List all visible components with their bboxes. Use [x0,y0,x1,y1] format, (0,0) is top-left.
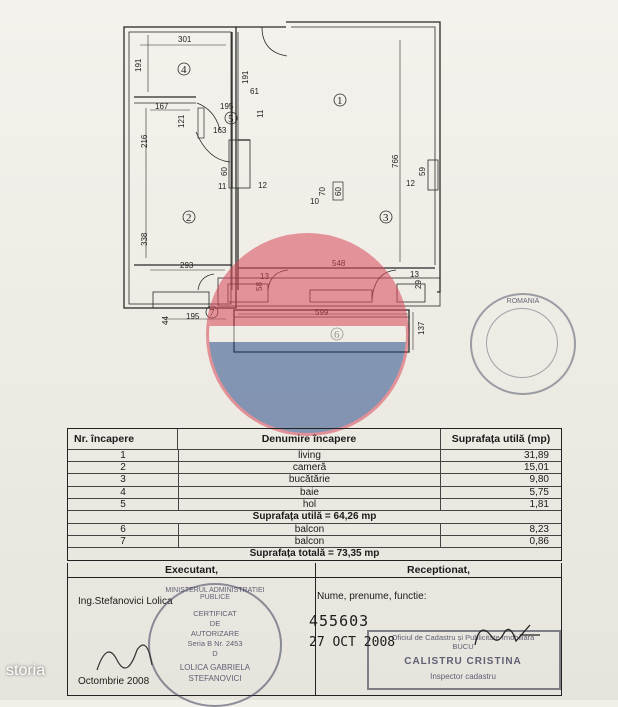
table-row: 7 balcon 0,86 [68,536,561,549]
date-written: Octombrie 2008 [78,676,150,687]
signature-scribble-right [474,624,540,646]
dim-60-b: 60 [334,187,343,196]
round-stamp-label: ROMANIA [506,298,540,305]
dim-195-hall: 195 [220,102,234,111]
dim-12-right: 12 [406,179,415,188]
room-number-4: 4 [181,64,187,76]
dim-11-b: 11 [256,109,265,118]
dim-44: 44 [161,316,170,325]
dim-191-right: 191 [241,70,250,84]
dim-293: 293 [180,261,194,270]
room-number-7: 7 [209,307,215,319]
cadastre-stamp: Oficiul de Cadastru și Publicitate Imobi… [367,630,561,690]
dim-58: 58 [255,282,264,291]
dim-766: 766 [391,154,400,168]
receptionat-label: Receptionat, [406,564,470,576]
dim-599: 599 [315,308,329,317]
room-number-3: 3 [383,212,389,224]
document-number: 455603 [309,612,370,630]
dim-61: 61 [250,87,259,96]
table-row: 1 living 31,89 [68,450,561,463]
table-row: 6 balcon 8,23 [68,523,561,537]
dim-548: 548 [332,259,346,268]
signature-block: Executant, Receptionat, [67,563,562,696]
useful-area-total: Suprafața utilă = 64,26 mp [68,511,561,524]
dim-338: 338 [140,232,149,246]
dim-11: 11 [218,182,227,191]
room-number-5: 5 [228,113,234,125]
dim-163: 163 [213,126,227,135]
dim-59: 59 [418,167,427,176]
dim-29: 29 [414,280,423,289]
wall-top-right [236,21,441,293]
table-row: 5 hol 1,81 [68,498,561,511]
dim-191-left: 191 [134,58,143,72]
dim-137: 137 [417,321,426,335]
dim-301: 301 [178,35,192,44]
dim-12-left: 12 [258,181,267,190]
dim-10: 10 [310,197,319,206]
authorization-stamp: MINISTERUL ADMINISTRATIEI PUBLICE CERTIF… [148,583,282,707]
engineer-name: Ing.Stefanovici Lolica [78,596,173,607]
header-area: Suprafața utilă (mp) [451,433,551,445]
round-stamp: ROMANIA [470,293,576,395]
dim-13-left: 13 [260,272,269,281]
room-number-2: 2 [186,212,192,224]
dim-195-balcony: 195 [186,312,200,321]
room-number-1: 1 [337,95,343,107]
dim-216: 216 [140,134,149,148]
dim-70: 70 [318,187,327,196]
dim-167: 167 [155,102,169,111]
executant-label: Executant, [68,563,316,577]
signature-scribble-left [96,644,153,671]
dim-13-right: 13 [410,270,419,279]
brand-logo: storia [6,662,46,679]
table-row: 4 baie 5,75 [68,486,561,499]
dim-60: 60 [220,167,229,176]
table-row: 2 cameră 15,01 [68,462,561,475]
date-stamp: 27 OCT 2008 [309,635,396,650]
header-nr: Nr. încapere [68,429,178,449]
table-row: 3 bucătărie 9,80 [68,474,561,487]
room-number-6: 6 [334,329,340,341]
name-fields-label: Nume, prenume, functie: [317,591,427,602]
grand-area-total: Suprafața totală = 73,35 mp [249,548,380,560]
table-header: Nr. încapere Denumire încapere Suprafața… [68,429,561,450]
dim-121: 121 [177,114,186,128]
rooms-table: Nr. încapere Denumire încapere Suprafața… [67,428,562,562]
header-name: Denumire încapere [178,429,441,449]
